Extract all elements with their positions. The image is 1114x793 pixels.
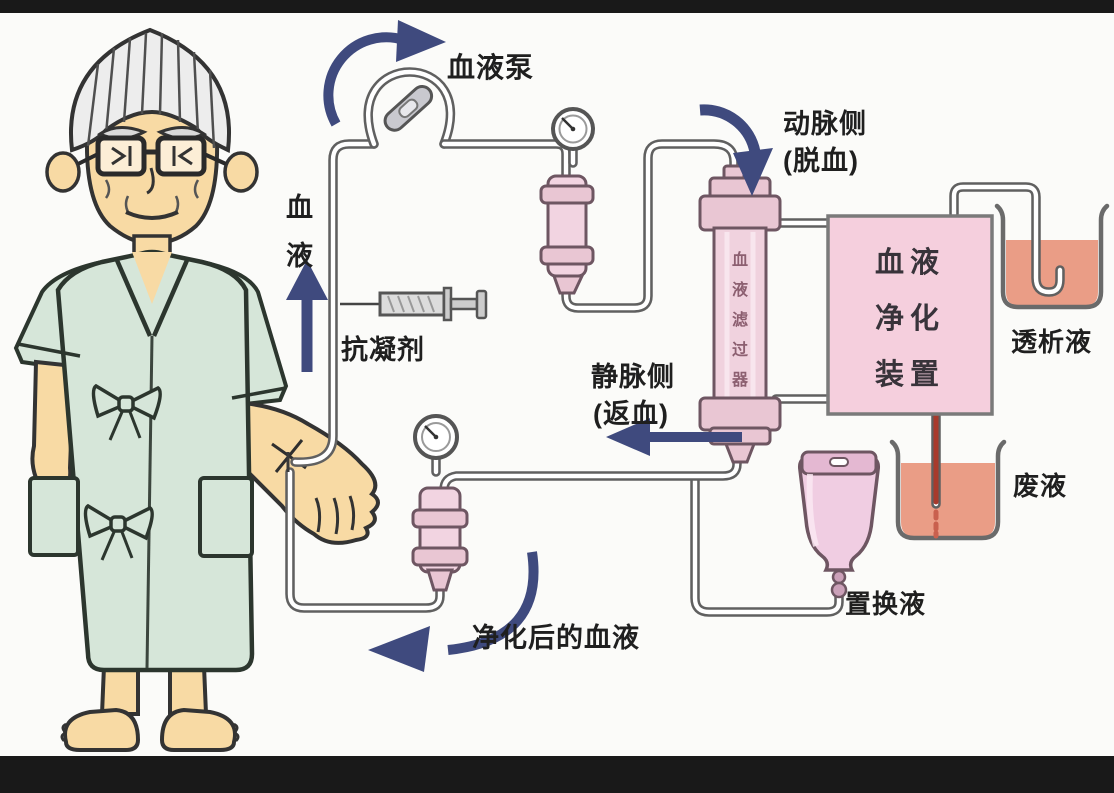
gown-body xyxy=(55,249,255,673)
tube-artery-up xyxy=(292,141,377,465)
dialysate-beaker-outline xyxy=(994,203,1110,310)
purifier-box xyxy=(826,214,994,416)
arrow-purified-blood xyxy=(368,551,539,672)
pressure-gauge-2-icon xyxy=(413,414,459,460)
label-purified-blood: 净化后的血液 xyxy=(472,623,640,653)
purifier-box-line1: 血液 xyxy=(874,247,945,279)
patient xyxy=(13,27,380,752)
closed-eyes xyxy=(111,146,193,166)
pocket-right xyxy=(198,476,254,558)
purifier-box-line3: 装置 xyxy=(874,359,945,391)
waste-beaker xyxy=(889,439,1007,541)
drip-chamber-arterial xyxy=(539,174,595,295)
label-waste: 废液 xyxy=(1013,471,1068,501)
tube-dialysate xyxy=(951,184,1063,295)
label-venous-side: 静脉侧 xyxy=(591,362,675,392)
tube-to-patient xyxy=(287,469,443,611)
finger-lines xyxy=(314,495,356,535)
nose xyxy=(146,167,155,195)
dialysate-beaker xyxy=(994,203,1110,310)
mouth xyxy=(125,210,179,220)
label-venous-side-sub: (返血) xyxy=(593,399,669,429)
leg-left xyxy=(99,664,140,716)
arrow-blood-up xyxy=(286,260,328,372)
pump-rotor xyxy=(383,84,434,132)
lapel-right xyxy=(151,257,191,337)
tube-pump-loop xyxy=(365,69,453,147)
waste-liquid xyxy=(901,463,995,537)
chest xyxy=(132,252,172,304)
purifier-box-line2: 净化 xyxy=(874,303,945,335)
ear-right xyxy=(223,151,259,193)
bow-bottom xyxy=(83,503,154,561)
label-replacement-fluid: 置换液 xyxy=(845,589,927,619)
ear-left xyxy=(45,151,81,193)
tube-to-gauge1 xyxy=(439,139,571,185)
label-blood-pump: 血液泵 xyxy=(447,52,535,83)
label-purifier-box: 血液 净化 装置 xyxy=(828,220,992,412)
hair-cap xyxy=(69,27,231,153)
label-arterial-side-sub: (脱血) xyxy=(783,146,859,176)
pressure-gauge-1-icon xyxy=(551,107,595,151)
tube-s-curve-to-filter xyxy=(563,141,737,311)
label-blood: 血液 xyxy=(286,193,314,271)
replacement-bag xyxy=(797,450,881,599)
hair-cap-stripes xyxy=(86,32,216,149)
label-anticoagulant: 抗凝剂 xyxy=(341,335,425,365)
syringe-icon xyxy=(340,286,488,322)
bow-top xyxy=(91,383,162,441)
tube-to-gauge1 xyxy=(441,141,569,183)
foot-right xyxy=(159,707,237,752)
arrow-arterial-down xyxy=(699,104,773,196)
label-arterial-side: 动脉侧 xyxy=(783,109,867,139)
dialysate-liquid xyxy=(1006,240,1098,306)
arrow-venous-left xyxy=(606,418,742,456)
pocket-left xyxy=(28,476,80,557)
arrow-pump-rotation xyxy=(323,20,446,127)
label-dialysate: 透析液 xyxy=(1011,327,1093,357)
drip-chamber-venous xyxy=(411,486,469,592)
toes xyxy=(60,722,240,742)
lapel-left xyxy=(113,257,153,337)
flow-arrows xyxy=(286,20,773,672)
waste-beaker-outline xyxy=(889,439,1007,541)
label-hemofilter: 血液滤过器 xyxy=(731,252,748,389)
cuff-left xyxy=(17,342,81,358)
foot-left xyxy=(63,707,141,752)
bag-port xyxy=(831,569,847,585)
tube-replacement xyxy=(692,475,842,615)
cuff-right xyxy=(231,386,287,400)
tube-venous-return xyxy=(441,449,740,493)
leg-right xyxy=(168,664,209,716)
